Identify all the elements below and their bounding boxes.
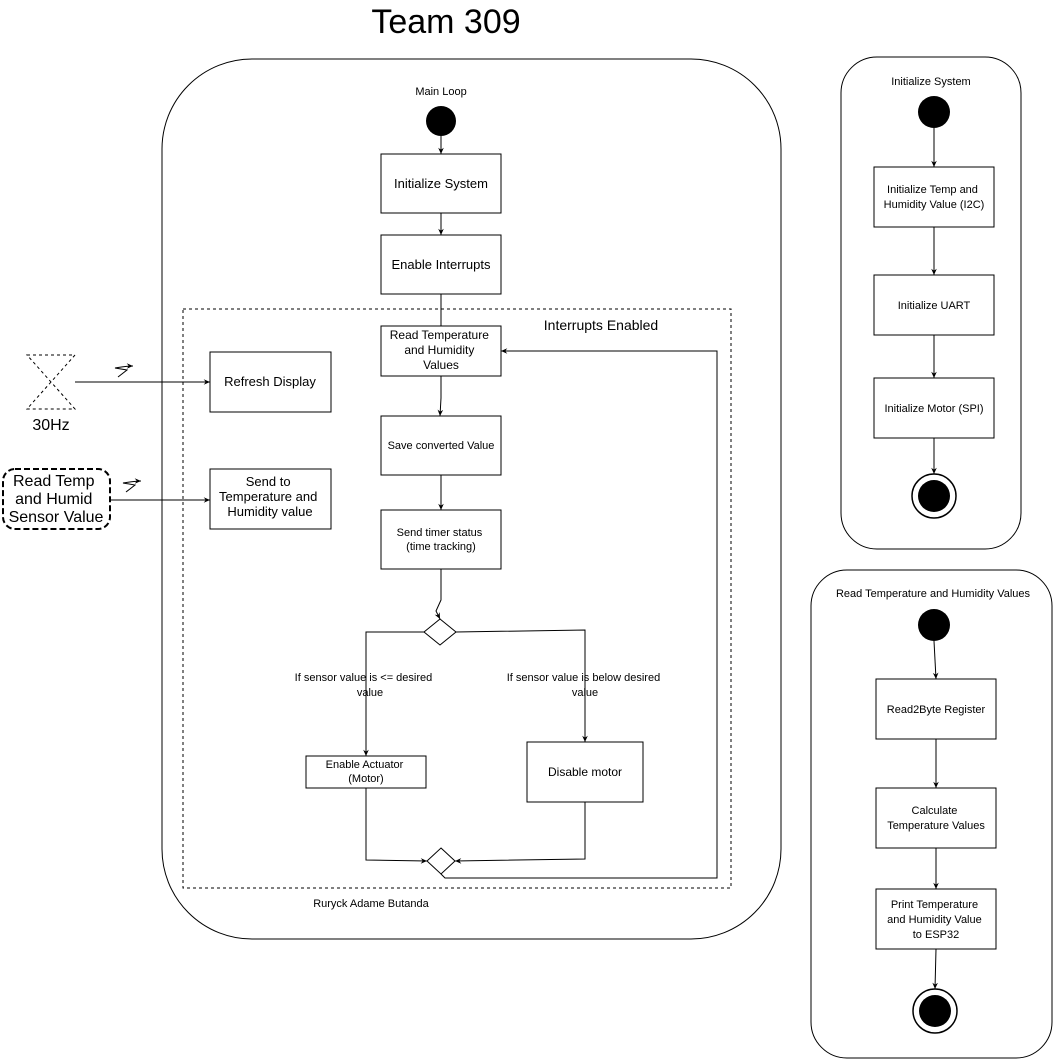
save-converted-value-action	[380, 415, 502, 476]
send-timer-status-text: Send timer status (time tracking)	[397, 527, 486, 553]
interrupt-lightning-icon	[114, 363, 134, 378]
init-motor-text: Initialize Motor (SPI)	[884, 403, 983, 415]
read2byte-register-action	[875, 678, 997, 740]
decision-node	[423, 618, 457, 646]
init-temp-humidity-text: Initialize Temp and Humidity Value (I2C)	[884, 184, 985, 211]
init-uart-text: Initialize UART	[898, 300, 971, 312]
timer-frequency-label: 30Hz	[32, 417, 69, 434]
page-title: Team 309	[371, 3, 520, 41]
send-timer-status-action	[380, 509, 502, 570]
edge-actuator-to-merge	[365, 788, 428, 864]
read-temperature-humidity-action	[380, 325, 502, 377]
print-to-esp32-text: Print Temperature and Humidity Value to …	[887, 899, 985, 941]
main-loop-label: Main Loop	[415, 86, 466, 98]
send-to-temperature-humidity-action	[209, 468, 332, 530]
interrupts-enabled-region	[182, 308, 732, 889]
edge-merge-loop-back	[440, 348, 718, 879]
timer-hourglass-icon	[25, 354, 77, 410]
refresh-display-action	[209, 351, 332, 413]
read-start-node	[918, 609, 950, 641]
disable-motor-text: Disable motor	[548, 765, 622, 779]
init-final-node	[918, 480, 950, 512]
edge-decision-right	[455, 629, 588, 742]
interrupts-enabled-label: Interrupts Enabled	[544, 317, 658, 333]
edge-read-start-to-register	[932, 640, 939, 680]
sensor-event-box	[2, 468, 111, 530]
calculate-temperature-text: Calculate Temperature Values	[887, 805, 985, 832]
edge-read-to-save	[437, 376, 444, 417]
enable-interrupts-text: Enable Interrupts	[391, 257, 491, 272]
init-motor-action	[873, 377, 995, 439]
initialize-system-text: Initialize System	[394, 176, 488, 191]
init-uart-action	[873, 274, 995, 336]
read-values-panel-title: Read Temperature and Humidity Values	[836, 588, 1031, 600]
main-loop-frame	[161, 58, 782, 940]
edge-timer-to-decision	[434, 569, 442, 620]
enable-actuator-text: Enable Actuator (Motor)	[326, 759, 407, 785]
save-converted-value-text: Save converted Value	[388, 440, 495, 452]
refresh-display-text: Refresh Display	[224, 374, 316, 389]
init-temp-humidity-action	[873, 166, 995, 228]
initialize-system-action	[380, 153, 502, 214]
read-final-node	[919, 995, 951, 1027]
read-temperature-humidity-text: Read Temperature and Humidity Values	[390, 328, 493, 372]
calculate-temperature-action	[875, 787, 997, 849]
main-start-node	[426, 106, 456, 136]
edge-disable-to-merge	[454, 802, 586, 864]
initialize-system-panel-title: Initialize System	[891, 76, 970, 88]
send-to-temperature-humidity-text: Send to Temperature and Humidity value	[219, 474, 321, 519]
interrupt-lightning-icon	[122, 478, 142, 493]
edge-decision-left	[363, 631, 424, 756]
init-start-node	[918, 96, 950, 128]
guard-left-text: If sensor value is <= desired value	[295, 672, 436, 699]
sensor-event-text: Read Temp and Humid Sensor Value	[9, 473, 104, 526]
enable-actuator-action	[305, 755, 427, 789]
edge-print-to-final	[932, 948, 938, 990]
read2byte-register-text: Read2Byte Register	[887, 704, 986, 716]
author-label: Ruryck Adame Butanda	[313, 898, 429, 910]
